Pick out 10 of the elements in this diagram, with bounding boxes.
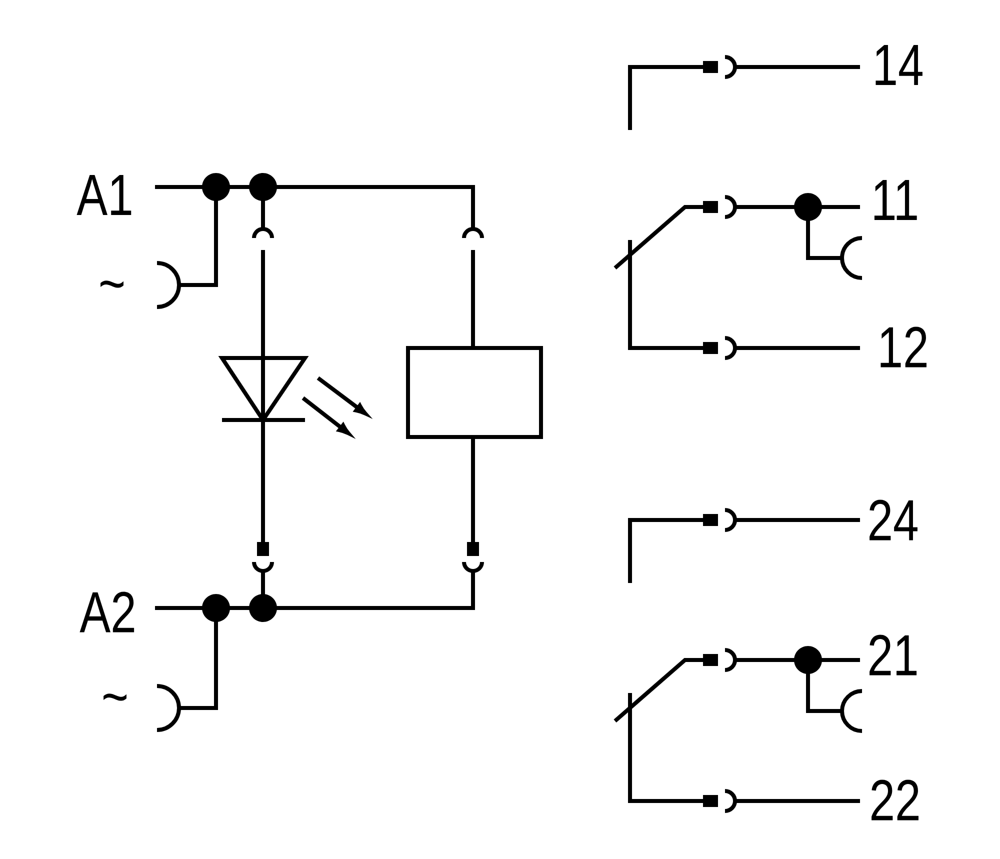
terminal-label: 12	[880, 326, 926, 368]
terminal-label: 21	[870, 634, 917, 676]
ac-symbol: ~	[100, 280, 124, 288]
terminal-label: A1	[76, 175, 132, 215]
terminal-label: 22	[872, 780, 918, 820]
terminal-label: 24	[870, 500, 918, 540]
ac-symbol: ~	[104, 694, 126, 701]
terminal-label: A2	[80, 592, 134, 632]
terminal-label: 11	[874, 180, 917, 220]
terminal-label: 14	[876, 45, 922, 85]
